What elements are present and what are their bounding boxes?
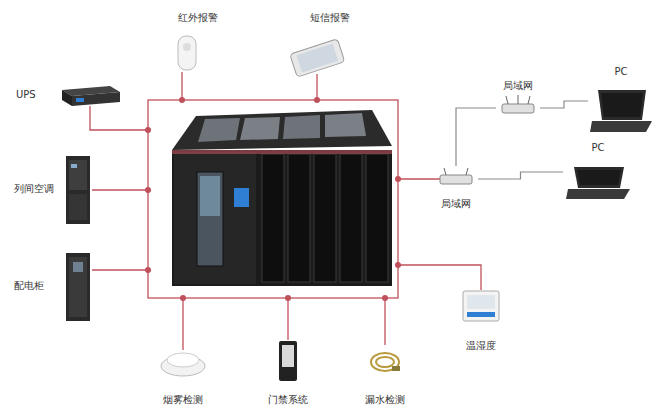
device-node: 门禁系统 <box>260 338 316 406</box>
device-node: 短信报警 <box>292 12 368 74</box>
device-label: 红外报警 <box>178 12 218 24</box>
cabinet <box>172 110 392 286</box>
device-label: 短信报警 <box>310 12 350 24</box>
device-node: 漏水检测 <box>356 342 414 406</box>
device-node: 局域网 <box>496 80 540 116</box>
device-label: 温湿度 <box>466 340 496 352</box>
device-icons <box>62 36 652 381</box>
network-link <box>456 108 496 166</box>
device-node: PC <box>563 142 633 202</box>
wiring-dots <box>145 97 401 301</box>
device-node: 配电柜 <box>12 250 92 322</box>
device-label: 烟雾检测 <box>163 394 203 406</box>
device-label: 漏水检测 <box>365 394 405 406</box>
device-label: 局域网 <box>503 80 533 92</box>
device-label: 列间空调 <box>14 183 54 195</box>
device-label: 配电柜 <box>14 280 44 292</box>
device-node: 列间空调 <box>12 152 92 226</box>
device-label: 局域网 <box>441 198 471 210</box>
device-node: UPS <box>14 82 122 108</box>
device-node: PC <box>588 66 654 136</box>
device-label: UPS <box>16 89 36 101</box>
device-label: 门禁系统 <box>268 394 308 406</box>
device-label: PC <box>591 142 604 154</box>
device-node: 红外报警 <box>166 12 230 74</box>
device-node: 温湿度 <box>456 288 506 352</box>
device-label: PC <box>614 66 627 78</box>
wiring <box>90 72 481 350</box>
device-node: 局域网 <box>434 166 478 210</box>
network-link <box>540 101 588 108</box>
device-node: 烟雾检测 <box>154 346 212 406</box>
network-link <box>478 172 563 179</box>
